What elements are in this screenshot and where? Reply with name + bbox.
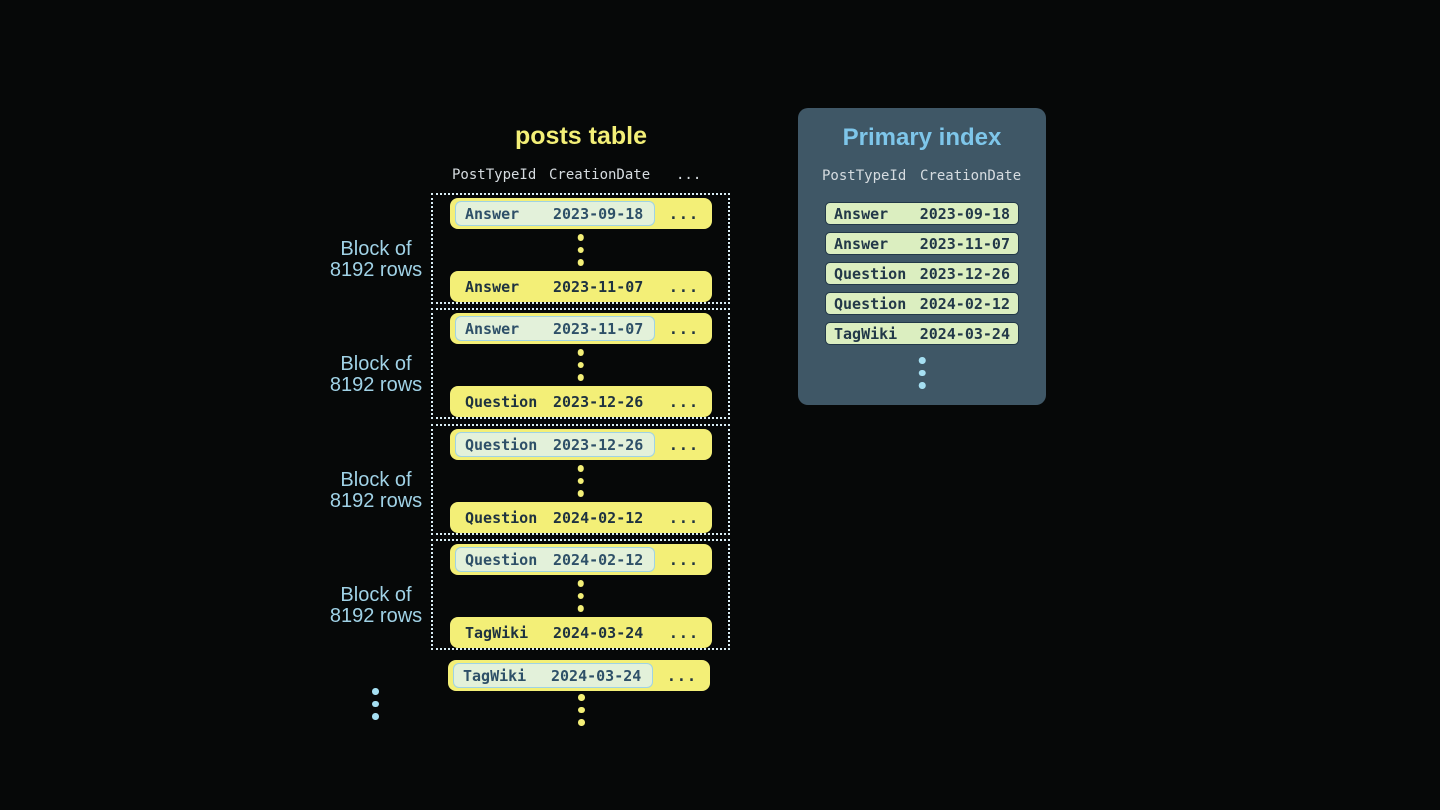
block-label: Block of 8192 rows [306,470,446,512]
cell-posttypeid: Question [465,435,538,454]
row-cells: Question 2023-12-26 [455,389,655,414]
block-label: Block of 8192 rows [306,354,446,396]
cell-posttypeid: Question [834,294,907,313]
index-row: TagWiki 2024-03-24 [825,322,1019,345]
block-label-line1: Block of [340,469,412,491]
cell-more: ... [668,204,699,223]
cell-posttypeid: Answer [465,319,520,338]
cell-creationdate: 2024-03-24 [551,666,642,685]
block-label-line2: 8192 rows [329,605,423,627]
table-row: Answer 2023-09-18 ... [450,198,712,229]
cell-creationdate: 2023-12-26 [553,392,644,411]
vertical-ellipsis-icon [577,580,584,612]
cell-more: ... [668,550,699,569]
index-row: Answer 2023-11-07 [825,232,1019,255]
index-row: Answer 2023-09-18 [825,202,1019,225]
cell-creationdate: 2023-12-26 [553,435,644,454]
index-row: Question 2023-12-26 [825,262,1019,285]
block-label-line1: Block of [340,238,412,260]
table-row: TagWiki 2024-03-24 ... [450,617,712,648]
cell-posttypeid: Question [465,550,538,569]
row-cells: Answer 2023-11-07 [455,274,655,299]
posts-header-posttypeid: PostTypeId [452,167,537,183]
row-highlight: Answer 2023-11-07 [455,316,655,341]
block-1: Answer 2023-09-18 ... Answer 2023-11-07 … [431,193,730,304]
row-highlight: TagWiki 2024-03-24 [453,663,653,688]
cell-more: ... [668,508,699,527]
vertical-ellipsis-icon [577,465,584,497]
cell-creationdate: 2024-03-24 [919,324,1010,343]
table-row: Question 2023-12-26 ... [450,429,712,460]
cell-posttypeid: TagWiki [834,324,898,343]
row-highlight: Question 2023-12-26 [455,432,655,457]
primary-index-column-headers: PostTypeId CreationDate [798,168,1046,186]
block-2: Answer 2023-11-07 ... Question 2023-12-2… [431,308,730,419]
block-label-line1: Block of [340,584,412,606]
block-4: Question 2024-02-12 ... TagWiki 2024-03-… [431,539,730,650]
cell-posttypeid: Answer [834,204,889,223]
cell-creationdate: 2023-12-26 [919,264,1010,283]
vertical-ellipsis-icon [577,234,584,266]
cell-creationdate: 2023-11-07 [919,234,1010,253]
index-row: Question 2024-02-12 [825,292,1019,315]
block-label: Block of 8192 rows [306,239,446,281]
table-row: Question 2023-12-26 ... [450,386,712,417]
cell-more: ... [666,666,697,685]
cell-posttypeid: Question [465,508,538,527]
row-highlight: Question 2024-02-12 [455,547,655,572]
block-label-line2: 8192 rows [329,259,423,281]
cell-posttypeid: Answer [834,234,889,253]
block-label-line1: Block of [340,353,412,375]
vertical-ellipsis-icon [578,694,585,726]
cell-posttypeid: TagWiki [465,623,529,642]
table-row: Question 2024-02-12 ... [450,544,712,575]
index-header-posttypeid: PostTypeId [822,168,907,184]
posts-table-title: posts table [515,122,647,150]
posts-table-column-headers: PostTypeId CreationDate ... [0,167,1440,185]
block-3: Question 2023-12-26 ... Question 2024-02… [431,424,730,535]
cell-creationdate: 2024-02-12 [553,550,644,569]
cell-more: ... [668,435,699,454]
primary-index-panel: Primary index PostTypeId CreationDate An… [798,108,1046,405]
primary-index-title: Primary index [842,124,1002,151]
block-label-line2: 8192 rows [329,490,423,512]
cell-creationdate: 2024-02-12 [553,508,644,527]
vertical-ellipsis-icon [372,688,379,720]
posts-header-creationdate: CreationDate [549,167,651,183]
cell-creationdate: 2024-02-12 [919,294,1010,313]
cell-posttypeid: Question [465,392,538,411]
cell-more: ... [668,277,699,296]
vertical-ellipsis-icon [577,349,584,381]
table-row: TagWiki 2024-03-24 ... [448,660,710,691]
cell-posttypeid: Answer [465,204,520,223]
row-cells: TagWiki 2024-03-24 [455,620,655,645]
cell-posttypeid: TagWiki [463,666,527,685]
row-cells: Question 2024-02-12 [455,505,655,530]
cell-more: ... [668,319,699,338]
cell-posttypeid: Question [834,264,907,283]
cell-creationdate: 2024-03-24 [553,623,644,642]
cell-posttypeid: Answer [465,277,520,296]
table-row: Answer 2023-11-07 ... [450,313,712,344]
cell-creationdate: 2023-09-18 [553,204,644,223]
cell-more: ... [668,392,699,411]
cell-creationdate: 2023-11-07 [553,277,644,296]
cell-more: ... [668,623,699,642]
posts-header-more-columns: ... [676,167,702,183]
table-row: Question 2024-02-12 ... [450,502,712,533]
index-header-creationdate: CreationDate [920,168,1022,184]
block-label: Block of 8192 rows [306,585,446,627]
cell-creationdate: 2023-09-18 [919,204,1010,223]
vertical-ellipsis-icon [918,357,926,389]
cell-creationdate: 2023-11-07 [553,319,644,338]
block-label-line2: 8192 rows [329,374,423,396]
table-row: Answer 2023-11-07 ... [450,271,712,302]
row-highlight: Answer 2023-09-18 [455,201,655,226]
